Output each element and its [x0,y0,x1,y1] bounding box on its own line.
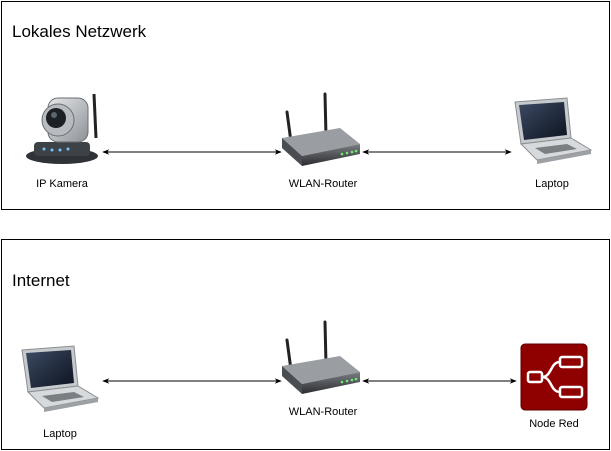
node-wlan-router[interactable] [280,320,362,396]
panel-lokales-netzwerk: Lokales Netzwerk IP Kamera WLAN-Router [1,1,610,210]
node-laptop[interactable] [511,97,593,166]
ip-camera-icon [26,93,98,164]
node-label: WLAN-Router [288,406,358,418]
laptop-icon [514,97,593,164]
connector-lines [102,149,512,155]
node-node-red[interactable] [520,343,588,411]
node-label: IP Kamera [36,178,88,190]
wlan-router-icon [282,92,360,166]
panel-title: Lokales Netzwerk [12,22,147,41]
laptop-icon [21,345,100,412]
node-label: WLAN-Router [288,178,358,190]
connector-lines [102,378,517,384]
node-red-icon [520,343,588,411]
node-wlan-router[interactable] [280,92,362,168]
panel-internet: Internet Laptop WLAN-Router [1,239,610,450]
node-ip-kamera[interactable] [22,90,102,166]
node-laptop[interactable] [18,345,100,414]
node-label: Node Red [529,418,579,430]
wlan-router-icon [282,320,360,394]
panel-title: Internet [12,271,70,290]
node-label: Laptop [535,178,569,190]
node-label: Laptop [43,428,77,440]
